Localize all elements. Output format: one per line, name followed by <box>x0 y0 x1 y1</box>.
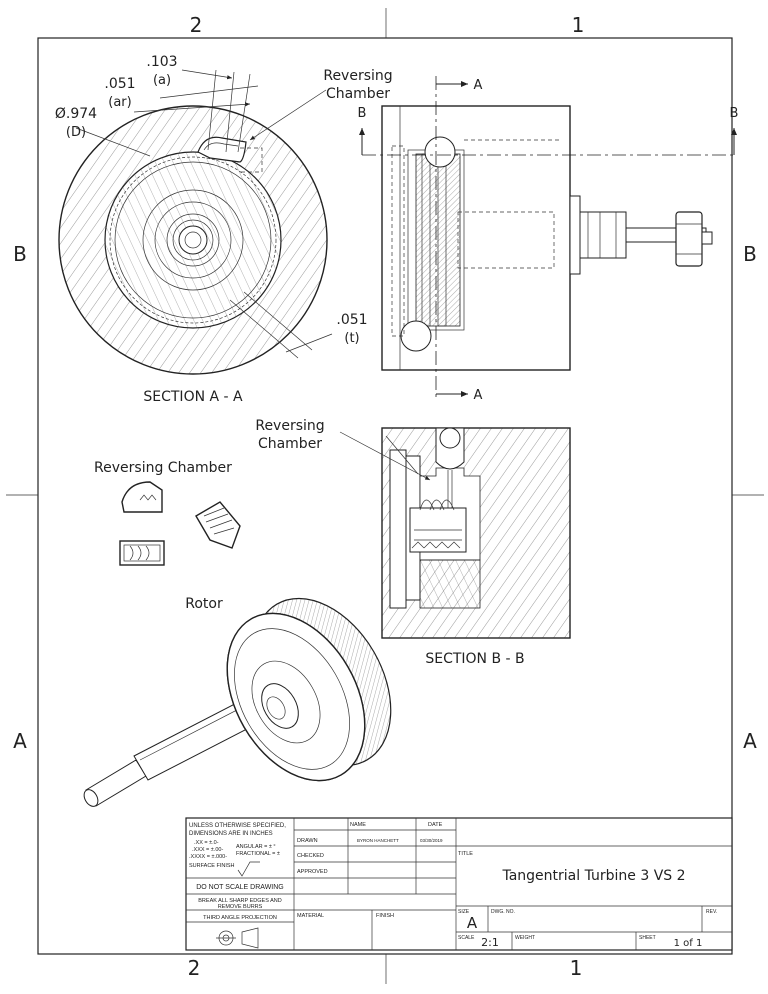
row-checked-label: CHECKED <box>297 853 324 859</box>
iso-label-reversing-chamber: Reversing Chamber <box>94 460 232 476</box>
zone-label-left-a: A <box>13 729 27 753</box>
scale-value: 2:1 <box>481 936 499 949</box>
iso-label-rotor: Rotor <box>185 596 223 612</box>
notes-line2: DIMENSIONS ARE IN INCHES <box>189 831 273 837</box>
size-label: SIZE <box>458 909 470 915</box>
tol-xxx: .XXX = ±.00- <box>192 847 223 853</box>
do-not-scale: DO NOT SCALE DRAWING <box>196 884 284 891</box>
projection-label: THIRD ANGLE PROJECTION <box>203 915 277 921</box>
rev-label: REV. <box>706 909 717 915</box>
tol-xx: .XX = ±.0- <box>194 840 219 846</box>
notes-line1: UNLESS OTHERWISE SPECIFIED, <box>189 823 286 829</box>
drawing-title: Tangentrial Turbine 3 VS 2 <box>501 868 685 884</box>
zone-label-right-a: A <box>743 729 757 753</box>
scale-label: SCALE <box>458 935 475 941</box>
zone-label-right-b: B <box>743 242 757 266</box>
finish-label: FINISH <box>376 913 394 919</box>
section-aa-view <box>58 69 333 375</box>
dim-d-value: Ø.974 <box>55 106 97 122</box>
reversing-chamber-iso <box>119 481 241 566</box>
zone-label-bottom-1: 1 <box>570 956 583 980</box>
drawn-name: BYRON HANCHETT <box>357 838 399 843</box>
dim-t-label: (t) <box>344 331 359 346</box>
dim-a-value: .103 <box>146 54 177 70</box>
break-edges-1: BREAK ALL SHARP EDGES AND <box>198 898 281 904</box>
section-bb-caption: SECTION B - B <box>425 651 524 667</box>
col-date-label: DATE <box>428 822 443 828</box>
callout-reversing-chamber-bb-2: Chamber <box>258 436 322 452</box>
callout-reversing-chamber-aa-1: Reversing <box>323 68 392 84</box>
cut-b-right: B <box>730 106 739 121</box>
size-value: A <box>467 914 478 932</box>
section-aa-caption: SECTION A - A <box>143 389 243 405</box>
dim-ar-value: .051 <box>104 76 135 92</box>
cut-a-bottom: A <box>474 388 483 403</box>
surface-finish-label: SURFACE FINISH <box>189 863 235 869</box>
title-block <box>185 817 733 951</box>
tol-angular: ANGULAR = ± ° <box>236 844 276 850</box>
break-edges-2: REMOVE BURRS <box>218 904 263 910</box>
zone-label-top-1: 1 <box>572 13 585 37</box>
cut-b-left: B <box>358 106 367 121</box>
rotor-iso <box>83 597 392 807</box>
sheet-label: SHEET <box>639 935 656 941</box>
zone-label-left-b: B <box>13 242 27 266</box>
drawing-border <box>37 37 733 955</box>
callout-reversing-chamber-aa-2: Chamber <box>326 86 390 102</box>
dim-a-label: (a) <box>153 73 171 88</box>
weight-label: WEIGHT <box>515 935 535 941</box>
tol-fractional: FRACTIONAL = ± <box>236 851 280 857</box>
dim-ar-label: (ar) <box>108 95 131 110</box>
col-name-label: NAME <box>350 822 366 828</box>
zone-label-top-2: 2 <box>190 13 203 37</box>
section-bb-view <box>339 427 571 639</box>
dim-t-value: .051 <box>336 312 367 328</box>
sheet-value: 1 of 1 <box>674 938 703 949</box>
cut-a-top: A <box>474 78 483 93</box>
dim-d-label: (D) <box>66 125 86 140</box>
row-drawn-label: DRAWN <box>297 838 318 844</box>
tol-xxxx: .XXXX = ±.000- <box>189 854 227 860</box>
drawn-date: 03/30/2019 <box>420 838 443 843</box>
zone-label-bottom-2: 2 <box>188 956 201 980</box>
side-view <box>359 76 737 400</box>
callout-reversing-chamber-bb-1: Reversing <box>255 418 324 434</box>
title-label: TITLE <box>458 851 473 857</box>
material-label: MATERIAL <box>297 913 324 919</box>
dwg-no-label: DWG. NO. <box>491 909 515 915</box>
row-approved-label: APPROVED <box>297 869 328 875</box>
